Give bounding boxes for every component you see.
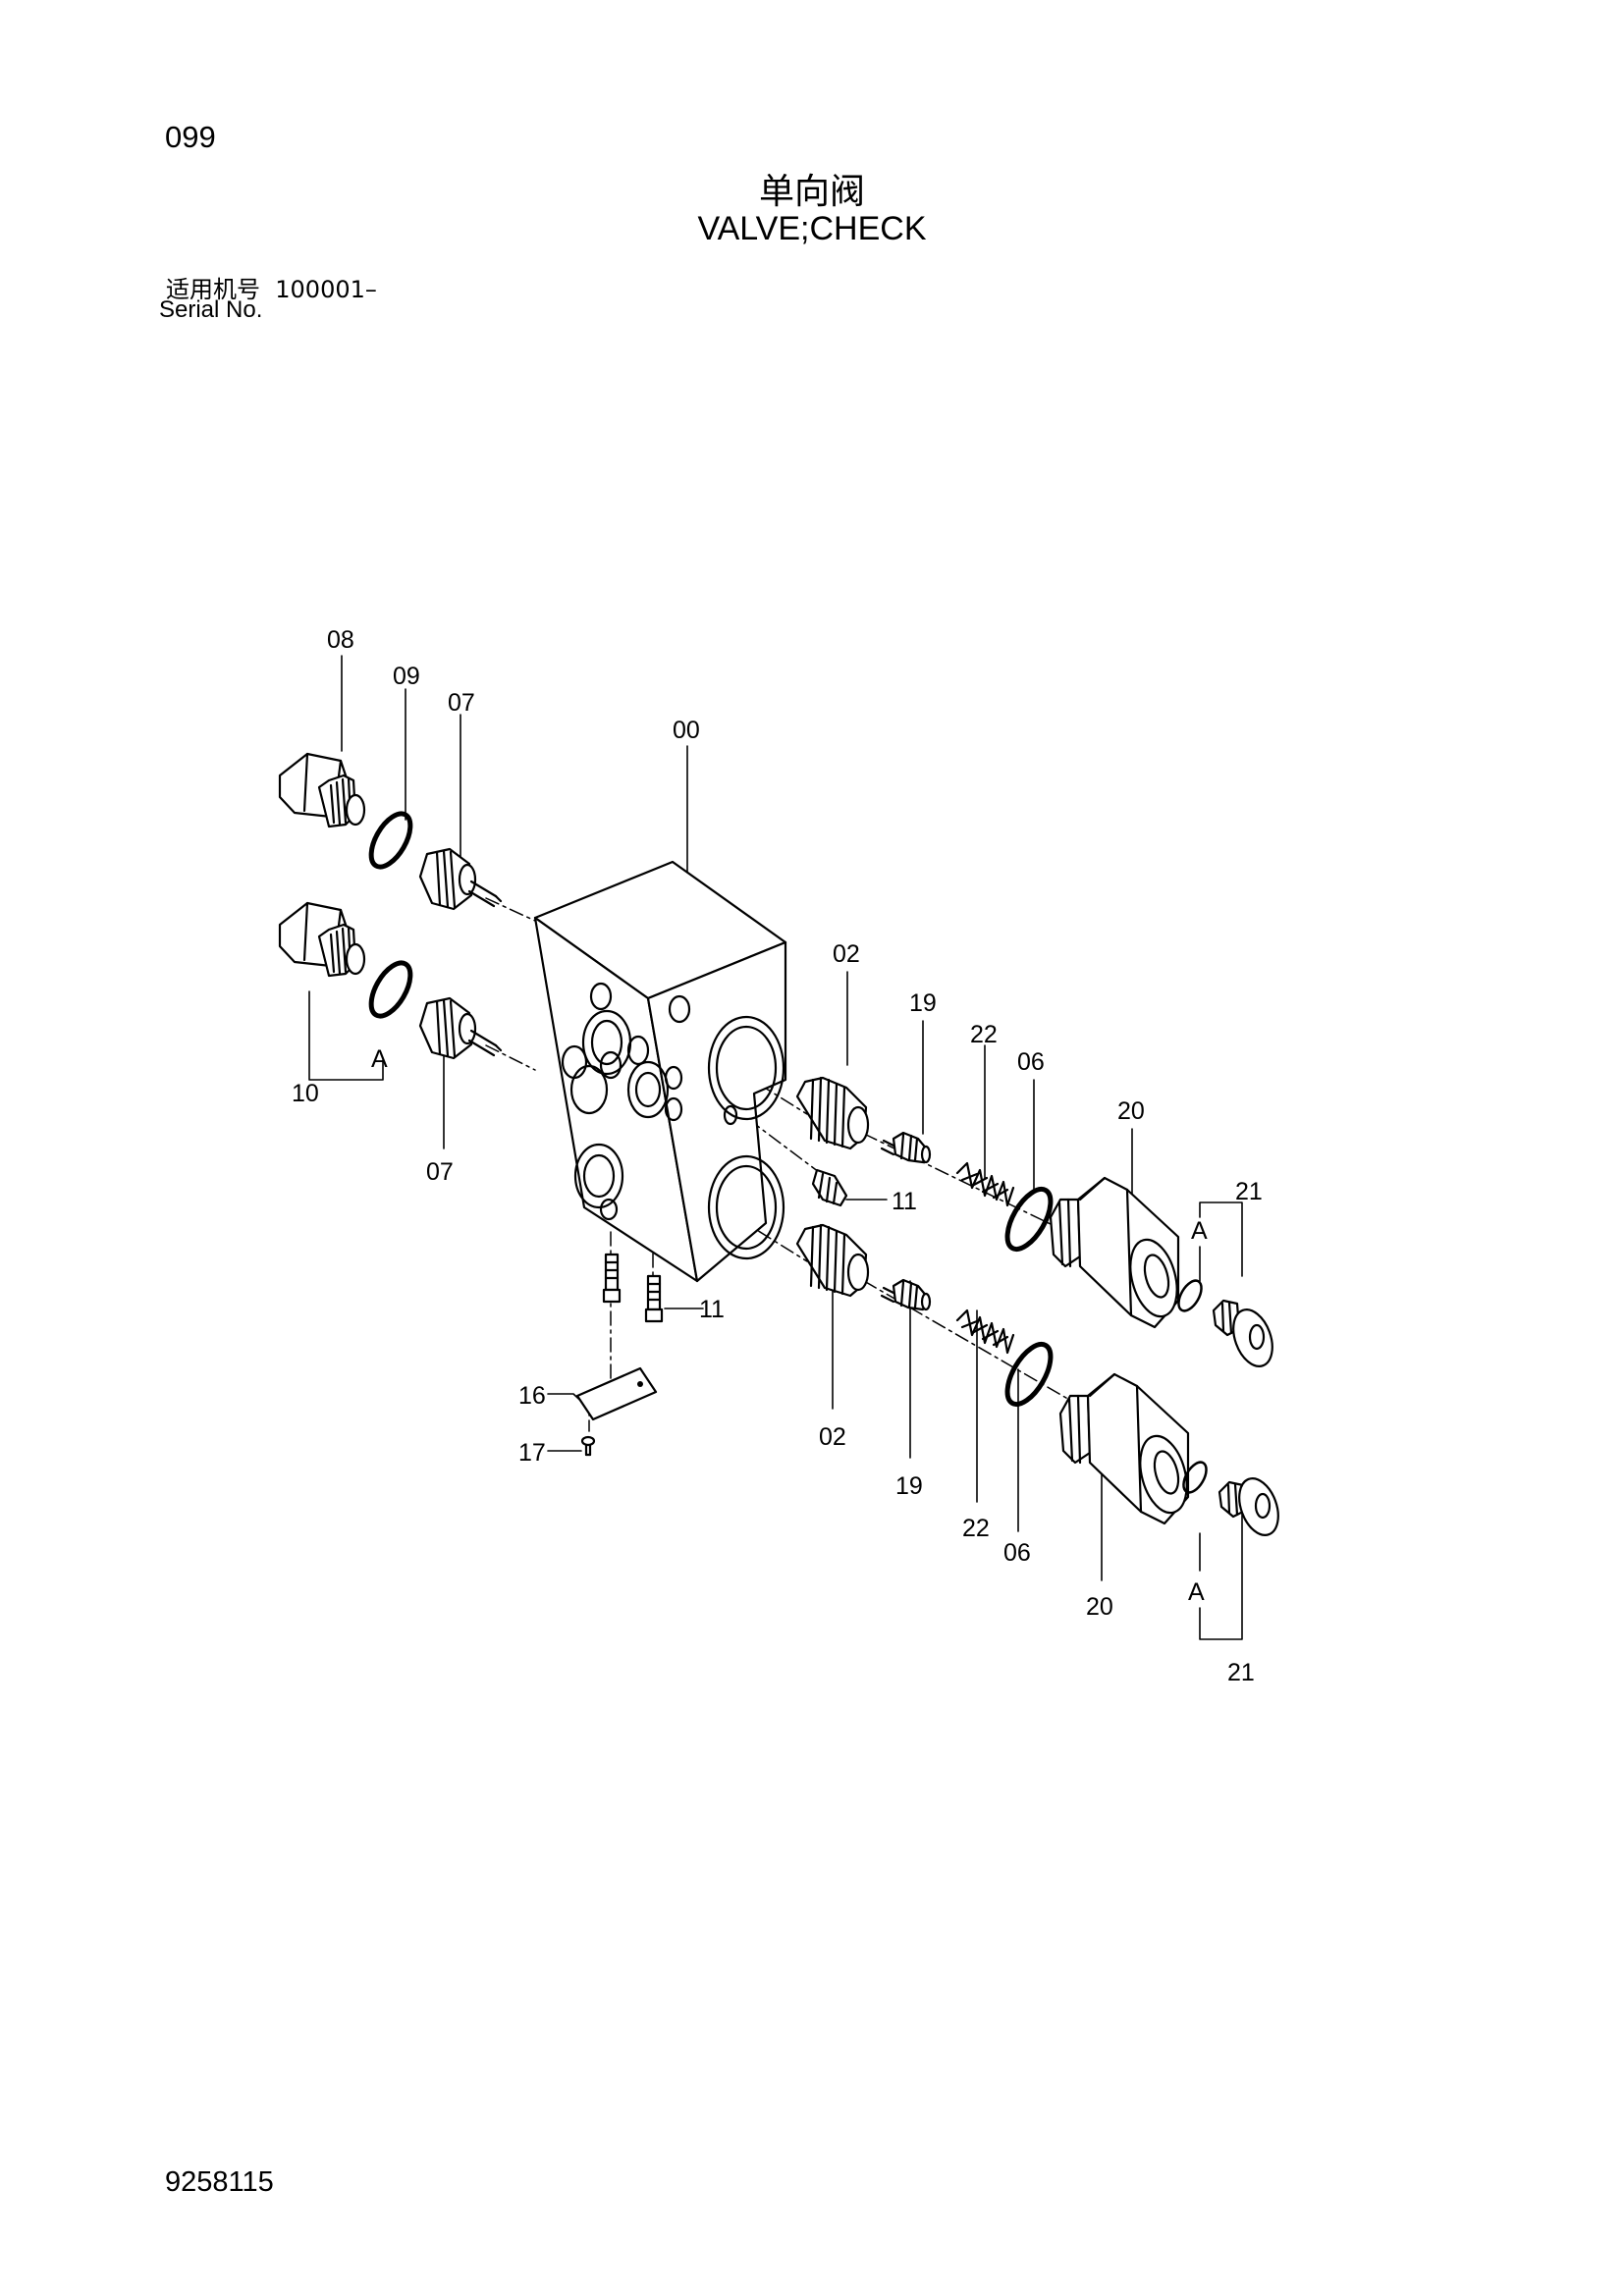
callout-17: 17 [518, 1439, 546, 1467]
fitting-11-side [811, 1168, 848, 1207]
callout-16: 16 [518, 1382, 546, 1410]
fitting-11-bottom-right [644, 1274, 664, 1323]
callout-19-lower: 19 [895, 1472, 923, 1500]
plunger-07-upper [418, 847, 503, 911]
callout-08: 08 [327, 626, 354, 654]
name-plate-16 [575, 1366, 658, 1421]
cap-20-upper [1049, 1176, 1180, 1329]
callout-10: 10 [292, 1080, 319, 1107]
callout-07-upper: 07 [448, 689, 475, 717]
rivet-17 [580, 1435, 596, 1457]
o-ring-10 [368, 960, 413, 1019]
poppet-seat-02-upper [795, 1076, 870, 1150]
plunger-07-lower [418, 996, 503, 1060]
callout-A-lower-right: A [1188, 1578, 1205, 1606]
callout-06-lower: 06 [1003, 1539, 1031, 1567]
o-ring-A-upper [1177, 1279, 1203, 1312]
valve-body [533, 860, 787, 1283]
cap-20-lower [1058, 1372, 1190, 1525]
callout-11-side: 11 [892, 1188, 917, 1215]
callout-20-lower: 20 [1086, 1593, 1113, 1621]
o-ring-09 [368, 811, 413, 870]
serial-label-english: Serial No. [159, 296, 263, 323]
callout-21-lower: 21 [1227, 1659, 1255, 1686]
o-ring-06-upper [1004, 1186, 1054, 1253]
plug-21-upper [1212, 1299, 1273, 1367]
callout-22-upper: 22 [970, 1021, 998, 1048]
callout-06-upper: 06 [1017, 1048, 1045, 1076]
spring-22-upper [955, 1161, 1015, 1207]
serial-line-chinese: 适用机号 100001– [166, 270, 377, 304]
document-id: 9258115 [165, 2166, 274, 2198]
o-ring-06-lower [1004, 1341, 1054, 1408]
page-number: 099 [165, 120, 216, 154]
page-title-english: VALVE;CHECK [697, 210, 927, 247]
poppet-19-lower [880, 1278, 932, 1311]
fitting-11-bottom-left [602, 1253, 622, 1304]
callout-21-upper: 21 [1235, 1178, 1263, 1205]
callout-07-lower: 07 [426, 1158, 454, 1186]
serial-label-chinese: 适用机号 [166, 276, 260, 303]
callout-02-lower: 02 [819, 1423, 846, 1451]
callout-A-left: A [371, 1045, 388, 1073]
callout-00: 00 [673, 717, 700, 744]
hex-plug-10 [278, 901, 366, 978]
callout-20-upper: 20 [1117, 1097, 1145, 1125]
callout-09: 09 [393, 663, 420, 690]
spring-22-lower [955, 1308, 1015, 1355]
poppet-seat-02-lower [795, 1223, 870, 1298]
page-title-chinese: 单向阀 [758, 172, 865, 212]
plug-21-lower [1218, 1477, 1279, 1536]
poppet-19-upper [880, 1131, 932, 1164]
callout-labels: 08 09 07 00 A 10 07 02 19 22 06 20 21 A … [292, 626, 1263, 1686]
callout-19-upper: 19 [909, 989, 937, 1017]
callout-02-upper: 02 [833, 940, 860, 968]
leader-lines [308, 655, 1243, 1640]
callout-11-bottom: 11 [699, 1296, 725, 1323]
hex-plug-08 [278, 752, 366, 828]
callout-22-lower: 22 [962, 1515, 990, 1542]
serial-value: 100001– [275, 276, 377, 303]
callout-A-upper-right: A [1191, 1217, 1208, 1245]
o-ring-A-lower [1182, 1461, 1208, 1494]
